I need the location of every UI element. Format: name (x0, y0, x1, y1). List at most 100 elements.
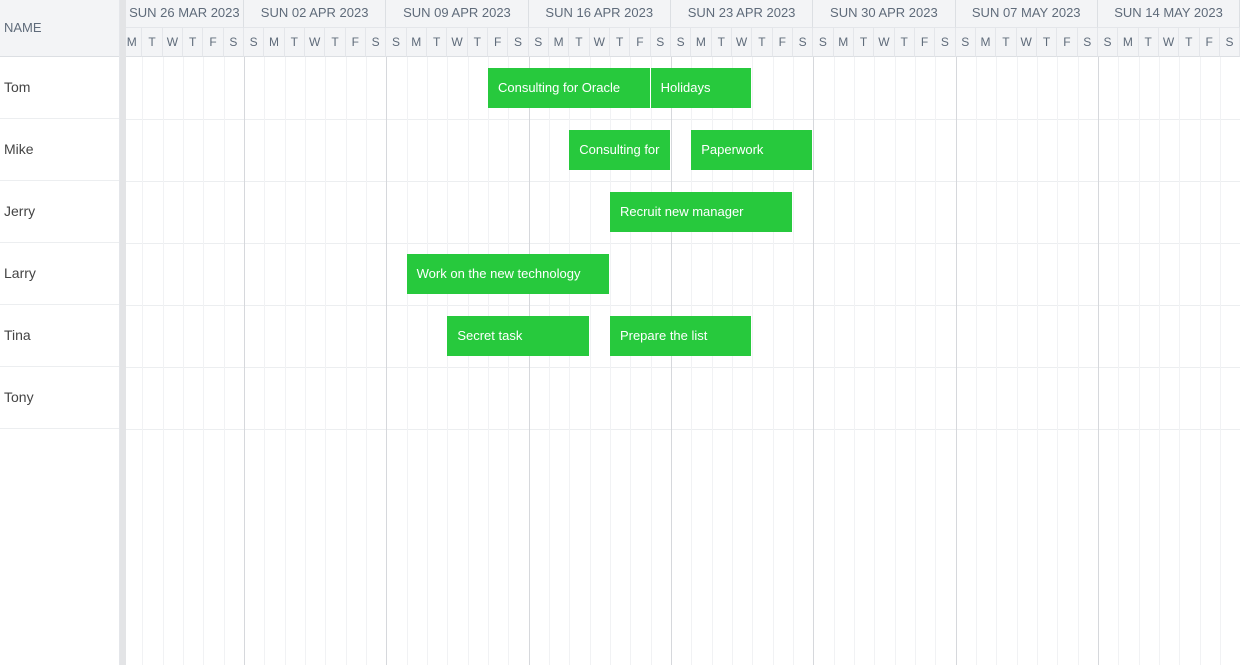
week-divider (813, 57, 815, 665)
day-divider (1219, 57, 1221, 665)
day-header: S (650, 28, 671, 57)
day-divider (508, 57, 510, 665)
day-divider (1179, 57, 1181, 665)
day-divider (650, 57, 652, 665)
day-header: T (426, 28, 448, 57)
day-divider (630, 57, 632, 665)
day-header: S (508, 28, 529, 57)
day-header: F (914, 28, 936, 57)
resource-name[interactable]: Tony (0, 367, 119, 429)
task-bar[interactable]: Secret task (447, 316, 590, 356)
day-header: S (1219, 28, 1240, 57)
row-divider (126, 429, 1240, 430)
week-header: SUN 26 MAR 2023 (126, 0, 244, 28)
day-divider (365, 57, 367, 665)
day-header: T (853, 28, 875, 57)
day-divider (305, 57, 306, 665)
day-divider (752, 57, 754, 665)
day-divider (426, 57, 428, 665)
day-header: S (244, 28, 265, 57)
day-divider (609, 57, 611, 665)
week-divider (670, 57, 672, 665)
task-bar[interactable]: Holidays (650, 68, 753, 108)
day-header: M (406, 28, 427, 57)
day-divider (162, 57, 164, 665)
day-header: F (1057, 28, 1078, 57)
week-header: SUN 14 MAY 2023 (1097, 0, 1240, 28)
task-bar[interactable]: Recruit new manager (609, 192, 793, 232)
day-header: T (1036, 28, 1058, 57)
row-divider (126, 305, 1240, 306)
day-header: T (325, 28, 346, 57)
day-header: T (752, 28, 773, 57)
day-header: T (142, 28, 163, 57)
row-divider (126, 181, 1240, 182)
day-header: F (1199, 28, 1220, 57)
day-header: T (1138, 28, 1159, 57)
task-bar[interactable]: Prepare the list (609, 316, 753, 356)
day-header: F (630, 28, 651, 57)
day-header: M (833, 28, 854, 57)
task-bar[interactable]: Work on the new technology (406, 254, 610, 294)
day-divider (548, 57, 550, 665)
week-header: SUN 30 APR 2023 (813, 0, 956, 28)
day-divider (1036, 57, 1038, 665)
day-divider (833, 57, 835, 665)
week-divider (1097, 57, 1099, 665)
day-divider (792, 57, 794, 665)
day-header: W (447, 28, 468, 57)
day-divider (1138, 57, 1140, 665)
day-divider (914, 57, 916, 665)
day-header: S (955, 28, 976, 57)
day-header: S (223, 28, 244, 57)
day-divider (1158, 57, 1160, 665)
day-header: F (487, 28, 509, 57)
name-column-header[interactable]: NAME (0, 0, 119, 57)
day-header: T (569, 28, 590, 57)
day-divider (772, 57, 774, 665)
week-divider (244, 57, 245, 665)
day-header: T (183, 28, 204, 57)
resource-name[interactable]: Mike (0, 119, 119, 181)
day-header: T (996, 28, 1017, 57)
day-header: F (772, 28, 793, 57)
day-header: W (305, 28, 326, 57)
day-header: M (1118, 28, 1139, 57)
day-header: T (467, 28, 488, 57)
day-header: W (162, 28, 184, 57)
column-splitter[interactable] (120, 0, 126, 665)
day-divider (874, 57, 876, 665)
task-bar[interactable]: Consulting for (569, 130, 671, 170)
week-divider (955, 57, 957, 665)
day-header: W (874, 28, 895, 57)
row-divider (126, 119, 1240, 120)
resource-name[interactable]: Tina (0, 305, 119, 367)
day-divider (264, 57, 266, 665)
day-header: S (528, 28, 549, 57)
week-header: SUN 07 MAY 2023 (955, 0, 1098, 28)
task-bar[interactable]: Paperwork (691, 130, 814, 170)
day-header: S (386, 28, 407, 57)
day-header: M (264, 28, 285, 57)
day-header: F (203, 28, 224, 57)
resource-name[interactable]: Larry (0, 243, 119, 305)
resource-name[interactable]: Jerry (0, 181, 119, 243)
day-divider (935, 57, 937, 665)
day-divider (1016, 57, 1018, 665)
day-header: W (589, 28, 610, 57)
day-divider (406, 57, 408, 665)
day-divider (589, 57, 591, 665)
day-header: S (1097, 28, 1119, 57)
day-header: S (935, 28, 956, 57)
row-divider (126, 367, 1240, 368)
day-divider (996, 57, 998, 665)
day-divider (1199, 57, 1201, 665)
day-divider (711, 57, 713, 665)
day-divider (569, 57, 571, 665)
week-header: SUN 09 APR 2023 (386, 0, 529, 28)
resource-name[interactable]: Tom (0, 57, 119, 119)
task-bar[interactable]: Consulting for Oracle (487, 68, 651, 108)
day-header: S (670, 28, 692, 57)
day-divider (203, 57, 205, 665)
day-header: W (1016, 28, 1037, 57)
